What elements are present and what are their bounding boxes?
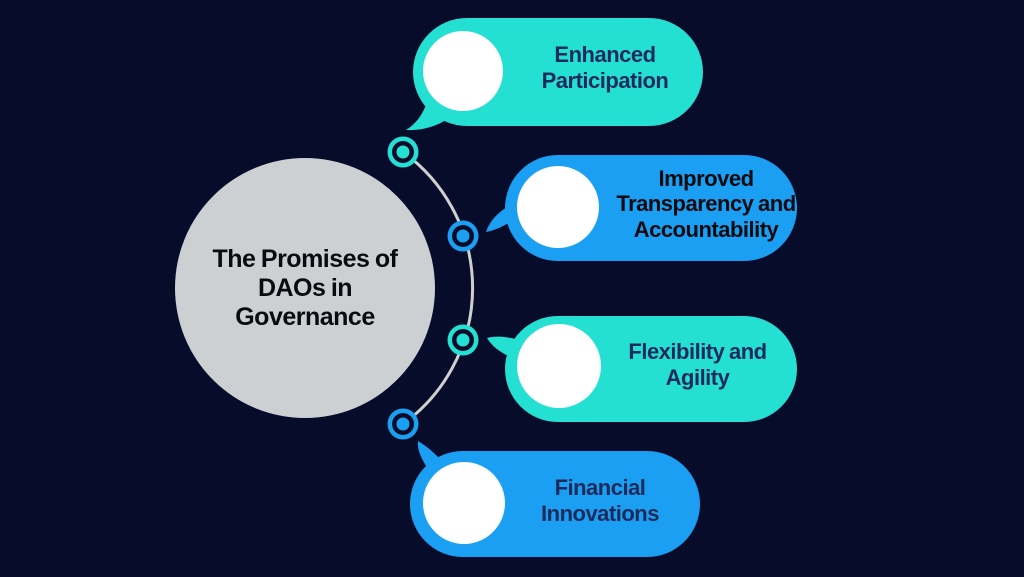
bubble-flexibility-agility [487, 316, 797, 422]
node-3-dot [456, 333, 470, 347]
node-1-dot [396, 145, 410, 159]
bubble-1-image-placeholder [423, 31, 503, 111]
bubble-enhanced-participation [406, 18, 703, 131]
center-circle [175, 158, 435, 418]
bubble-financial-innovations [410, 441, 700, 557]
connector-node-1 [387, 136, 419, 168]
bubble-improved-transparency [486, 155, 797, 261]
bubble-3-image-placeholder [517, 324, 601, 408]
node-4-dot [396, 417, 410, 431]
bubble-1-tail [406, 94, 450, 131]
node-2-dot [456, 229, 470, 243]
bubble-2-image-placeholder [517, 166, 599, 248]
bubble-4-image-placeholder [423, 462, 505, 544]
connector-node-4 [387, 408, 419, 440]
connector-arc [402, 150, 475, 426]
connector-node-3 [447, 324, 479, 356]
connector-node-2 [447, 220, 479, 252]
